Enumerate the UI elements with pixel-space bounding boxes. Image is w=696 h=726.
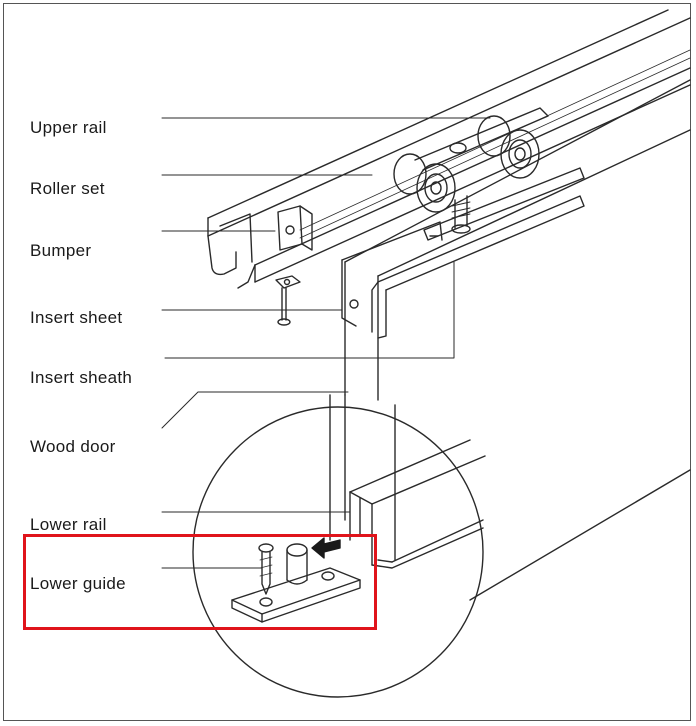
leader-insert-sheath bbox=[164, 261, 455, 359]
insert-sheath bbox=[371, 195, 585, 339]
label-lower-rail: Lower rail bbox=[30, 515, 107, 534]
image-frame bbox=[3, 3, 691, 721]
leader-wood-door bbox=[161, 391, 349, 429]
label-insert-sheath: Insert sheath bbox=[30, 368, 133, 387]
bumper bbox=[275, 205, 313, 326]
lower-guide-highlight-box bbox=[23, 534, 377, 630]
lower-guide bbox=[231, 537, 361, 623]
label-upper-rail: Upper rail bbox=[30, 118, 107, 137]
magnifier-circle bbox=[192, 406, 484, 698]
label-lower-guide: Lower guide bbox=[30, 574, 126, 593]
label-bumper: Bumper bbox=[30, 241, 92, 260]
label-insert-sheet: Insert sheet bbox=[30, 308, 123, 327]
label-wood-door: Wood door bbox=[30, 437, 116, 456]
label-roller-set: Roller set bbox=[30, 179, 105, 198]
lower-rail bbox=[329, 394, 486, 569]
wood-door-panel bbox=[344, 79, 691, 601]
insert-sheet bbox=[341, 221, 443, 327]
leader-lines bbox=[161, 117, 491, 569]
upper-rail bbox=[207, 9, 691, 289]
roller-set bbox=[393, 107, 585, 241]
